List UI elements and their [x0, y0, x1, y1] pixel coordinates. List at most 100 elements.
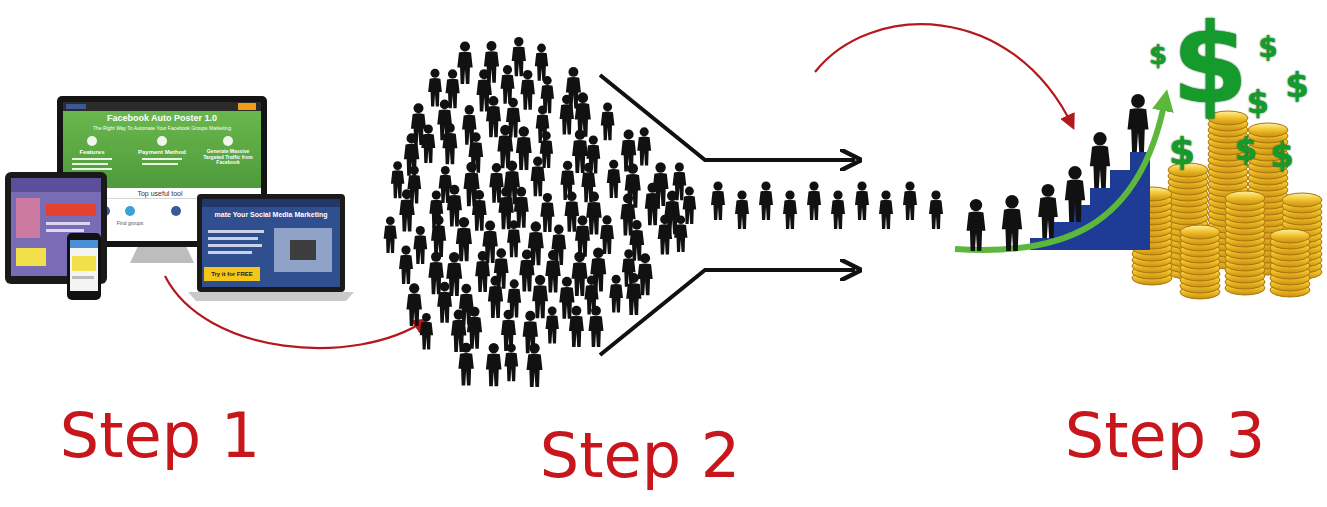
- person-silhouette: [531, 157, 545, 197]
- laptop-heading: mate Your Social Media Marketing: [215, 211, 328, 219]
- text-line: [72, 276, 94, 279]
- screen-column-title: Payment Method: [138, 149, 186, 156]
- tablet-button: [16, 248, 46, 266]
- step-label: Step 1: [60, 402, 260, 470]
- person-silhouette: [527, 343, 543, 387]
- person-silhouette: [545, 250, 560, 292]
- text-line: [208, 251, 252, 254]
- person-silhouette: [512, 37, 526, 76]
- person-silhouette: [1128, 94, 1149, 152]
- person-silhouette: [413, 226, 427, 264]
- screen-topbar: [63, 102, 261, 111]
- dollar-sign: $: [1172, 3, 1249, 124]
- cta-button: [204, 267, 260, 281]
- screen-button: [238, 103, 256, 110]
- person-silhouette: [1090, 132, 1110, 188]
- screen-column-title: Features: [79, 149, 104, 156]
- gold-coin: [1180, 225, 1220, 239]
- person-silhouette: [637, 127, 651, 165]
- person-silhouette: [658, 215, 672, 255]
- person-silhouette: [520, 70, 534, 110]
- person-silhouette: [903, 181, 917, 220]
- button-text: Try it for FREE: [211, 271, 253, 278]
- tool-caption: Find groups: [117, 221, 143, 227]
- tool-icon: [171, 206, 181, 216]
- text-line: [208, 244, 262, 247]
- laptop-lid: [197, 194, 345, 292]
- person-silhouette: [420, 313, 433, 350]
- person-silhouette: [528, 221, 544, 265]
- crowd: [384, 37, 943, 387]
- dollar-sign: $: [1270, 137, 1294, 174]
- person-silhouette: [428, 69, 442, 107]
- person-silhouette: [572, 252, 588, 296]
- text-line: [142, 158, 182, 160]
- person-silhouette: [519, 249, 534, 291]
- gold-coin: [1270, 229, 1310, 243]
- person-silhouette: [406, 283, 422, 326]
- flow-arrow: [165, 276, 426, 348]
- dollar-sign: $: [1285, 67, 1309, 104]
- person-silhouette: [458, 343, 474, 386]
- person-silhouette: [601, 102, 615, 140]
- person-silhouette: [1065, 166, 1085, 222]
- feature-icon: [87, 136, 97, 146]
- gold-coin: [1225, 191, 1265, 205]
- person-silhouette: [711, 181, 725, 220]
- step-label: Step 3: [1065, 402, 1265, 470]
- person-silhouette: [645, 183, 660, 225]
- person-silhouette: [1038, 184, 1058, 238]
- tablet-header: [11, 178, 101, 192]
- person-silhouette: [488, 276, 503, 318]
- dollar-sign: $: [1247, 85, 1269, 120]
- person-silhouette: [545, 306, 558, 343]
- person-silhouette: [431, 215, 446, 257]
- person-silhouette: [464, 162, 480, 206]
- person-silhouette: [759, 181, 773, 220]
- screen-subheading: The Right Way To Automate Your Facebook …: [93, 126, 231, 132]
- person-silhouette: [600, 215, 614, 254]
- dollar-sign: $: [1235, 132, 1257, 167]
- gold-coin: [1282, 193, 1322, 207]
- person-silhouette: [575, 216, 590, 257]
- person-silhouette: [489, 163, 503, 203]
- person-silhouette: [477, 69, 492, 111]
- screen-section-title: Top useful tool: [137, 190, 182, 198]
- person-silhouette: [560, 95, 574, 135]
- tool-icon: [125, 206, 135, 216]
- person-silhouette: [384, 216, 397, 253]
- staircase: [1030, 152, 1150, 250]
- person-silhouette: [467, 307, 482, 349]
- person-silhouette: [486, 96, 501, 137]
- person-silhouette: [565, 192, 580, 232]
- tablet-banner: [46, 204, 96, 216]
- screen-column-title: Generate Massive Targeted Traffic from F…: [197, 149, 259, 166]
- person-silhouette: [879, 190, 893, 229]
- monitor-stand: [130, 246, 194, 263]
- text-line: [142, 163, 178, 165]
- laptop-image: [290, 240, 316, 260]
- person-silhouette: [457, 41, 472, 83]
- person-silhouette: [590, 247, 606, 291]
- person-silhouette: [421, 125, 435, 164]
- person-silhouette: [472, 190, 487, 231]
- feature-icon: [157, 136, 167, 146]
- tablet: [5, 172, 107, 284]
- person-silhouette: [674, 215, 687, 252]
- coin-pile: [1132, 111, 1322, 299]
- person-silhouette: [540, 193, 554, 232]
- text-line: [46, 229, 84, 232]
- text-line: [72, 158, 112, 160]
- text-line: [72, 163, 108, 165]
- tablet-image: [16, 198, 40, 238]
- laptop-image: [274, 228, 332, 272]
- person-silhouette: [783, 190, 797, 229]
- person-silhouette: [807, 181, 821, 220]
- phone: [67, 233, 101, 300]
- phone-screen: [70, 240, 98, 291]
- laptop: [188, 194, 354, 301]
- person-silhouette: [442, 123, 457, 164]
- screen-heading: Facebook Auto Poster 1.0: [107, 114, 217, 124]
- person-silhouette: [516, 126, 532, 170]
- dollar-sign: $: [1149, 41, 1167, 70]
